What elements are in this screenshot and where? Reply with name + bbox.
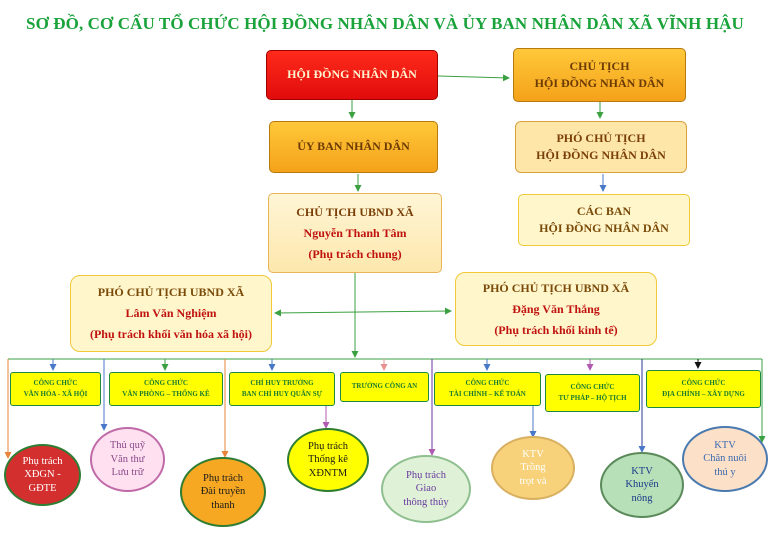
dept-line2: TƯ PHÁP – HỘ TỊCH xyxy=(558,394,627,402)
circle-line: KTV xyxy=(522,448,544,460)
chu-tich-hdnd-line2: HỘI ĐỒNG NHÂN DÂN xyxy=(534,76,665,90)
dept-line1: CÔNG CHỨC xyxy=(144,378,188,387)
pho-ct-right-name: Đặng Văn Thắng xyxy=(512,301,600,316)
circle-line: XĐNTM xyxy=(308,467,348,479)
pho-ct-right-line1: PHÓ CHỦ TỊCH UBND XÃ xyxy=(482,280,630,295)
dept-line1: TRƯỞNG CÔNG AN xyxy=(351,382,418,391)
ubnd-label: ỦY BAN NHÂN DÂN xyxy=(297,139,410,154)
pho-ct-left-line1: PHÓ CHỦ TỊCH UBND XÃ xyxy=(97,285,245,299)
dept-ban-chi-huy-quan-su: CHỈ HUY TRƯỞNG BAN CHỈ HUY QUÂN SỰ xyxy=(229,372,335,406)
circle-thu-quy: Thủ quỹ Văn thư Lưu trữ xyxy=(90,427,165,492)
circle-dai-truyen-thanh: Phụ trách Đài truyền thanh xyxy=(180,457,266,527)
circle-line: Đài truyền xyxy=(200,486,246,498)
pho-ct-left-box: PHÓ CHỦ TỊCH UBND XÃ Lâm Văn Nghiệm (Phụ… xyxy=(70,275,272,352)
dept-line2: VĂN PHÒNG – THỐNG KÊ xyxy=(122,390,210,398)
circle-line: trọt và xyxy=(519,475,547,487)
pho-ct-left-name: Lâm Văn Nghiệm xyxy=(125,306,217,320)
circle-line: XĐGN - xyxy=(24,469,61,481)
chu-tich-ubnd-box: CHỦ TỊCH UBND XÃ Nguyễn Thanh Tâm (Phụ t… xyxy=(268,193,442,273)
circle-line: thông thủy xyxy=(403,496,449,508)
chu-tich-ubnd-role: (Phụ trách chung) xyxy=(308,246,402,261)
circle-line: Khuyến xyxy=(625,479,659,491)
ubnd-box: ỦY BAN NHÂN DÂN xyxy=(269,121,438,173)
dept-van-hoa-xa-hoi: CÔNG CHỨC VĂN HÓA - XÃ HỘI xyxy=(10,372,101,406)
dept-tai-chinh-ke-toan: CÔNG CHỨC TÀI CHÍNH – KẾ TOÁN xyxy=(434,372,541,406)
dept-line1: CÔNG CHỨC xyxy=(33,378,78,387)
circle-line: Thủ quỹ xyxy=(109,440,146,452)
dept-line1: CÔNG CHỨC xyxy=(570,382,615,391)
circle-line: Phụ trách xyxy=(308,440,348,452)
pho-chu-tich-hdnd-line2: HỘI ĐỒNG NHÂN DÂN xyxy=(536,148,666,162)
circle-trong-trot: KTV Trồng trọt và xyxy=(491,436,575,500)
dept-line1: CÔNG CHỨC xyxy=(465,378,510,387)
circle-line: thanh xyxy=(211,499,235,511)
dept-line2: ĐỊA CHÍNH – XÂY DỰNG xyxy=(662,390,745,398)
circle-line: Thống kê xyxy=(308,454,348,466)
chu-tich-ubnd-name: Nguyễn Thanh Tâm xyxy=(303,225,407,240)
circle-line: Văn thư xyxy=(110,453,145,465)
circle-line: nông xyxy=(631,492,653,504)
pho-ct-left-role: (Phụ trách khối văn hóa xã hội) xyxy=(89,327,253,341)
circle-khuyen-nong: KTV Khuyến nông xyxy=(600,452,684,518)
circle-line: GĐTE xyxy=(28,482,57,494)
cac-ban-line2: HỘI ĐỒNG NHÂN DÂN xyxy=(539,221,669,235)
chu-tich-hdnd-box: CHỦ TỊCH HỘI ĐỒNG NHÂN DÂN xyxy=(513,48,686,102)
dept-tu-phap-ho-tich: CÔNG CHỨC TƯ PHÁP – HỘ TỊCH xyxy=(545,374,640,412)
dept-line1: CÔNG CHỨC xyxy=(681,378,726,387)
circle-line: Giao xyxy=(415,483,437,495)
dept-van-phong-thong-ke: CÔNG CHỨC VĂN PHÒNG – THỐNG KÊ xyxy=(109,372,223,406)
cac-ban-line1: CÁC BAN xyxy=(576,203,632,218)
circle-xdgn-gdte: Phụ trách XĐGN - GĐTE xyxy=(4,444,81,506)
hdnd-label: HỘI ĐỒNG NHÂN DÂN xyxy=(287,67,417,82)
circle-line: Phụ trách xyxy=(406,469,446,481)
dept-truong-cong-an: TRƯỞNG CÔNG AN xyxy=(340,372,429,402)
dept-line2: BAN CHỈ HUY QUÂN SỰ xyxy=(241,390,323,398)
pho-chu-tich-hdnd-box: PHÓ CHỦ TỊCH HỘI ĐỒNG NHÂN DÂN xyxy=(515,121,687,173)
circle-line: thú y xyxy=(714,466,736,478)
circle-line: Phụ trách xyxy=(203,472,243,484)
chu-tich-ubnd-line1: CHỦ TỊCH UBND XÃ xyxy=(296,204,414,219)
circle-line: Lưu trữ xyxy=(111,467,144,479)
diagram-title: SƠ ĐỒ, CƠ CẤU TỔ CHỨC HỘI ĐỒNG NHÂN DÂN … xyxy=(26,14,744,33)
pho-chu-tich-hdnd-line1: PHÓ CHỦ TỊCH xyxy=(556,130,646,145)
circle-line: Trồng xyxy=(520,462,546,474)
pho-ct-right-role: (Phụ trách khối kinh tế) xyxy=(494,322,618,337)
circle-thong-ke-xdntm: Phụ trách Thống kê XĐNTM xyxy=(287,428,369,492)
circle-chan-nuoi-thu-y: KTV Chăn nuôi thú y xyxy=(682,426,768,492)
pho-ct-right-box: PHÓ CHỦ TỊCH UBND XÃ Đặng Văn Thắng (Phụ… xyxy=(455,272,657,346)
dept-line2: VĂN HÓA - XÃ HỘI xyxy=(23,390,88,398)
circle-line: KTV xyxy=(631,465,653,477)
circle-line: Phụ trách xyxy=(22,455,63,467)
circle-line: KTV xyxy=(714,439,736,451)
dept-dia-chinh-xay-dung: CÔNG CHỨC ĐỊA CHÍNH – XÂY DỰNG xyxy=(646,370,761,408)
circle-line: Chăn nuôi xyxy=(703,453,747,465)
dept-line1: CHỈ HUY TRƯỞNG xyxy=(250,378,314,387)
circle-giao-thong-thuy: Phụ trách Giao thông thủy xyxy=(381,455,471,523)
hdnd-box: HỘI ĐỒNG NHÂN DÂN xyxy=(266,50,438,100)
cac-ban-box: CÁC BAN HỘI ĐỒNG NHÂN DÂN xyxy=(518,194,690,246)
chu-tich-hdnd-line1: CHỦ TỊCH xyxy=(569,58,630,73)
dept-line2: TÀI CHÍNH – KẾ TOÁN xyxy=(449,390,526,398)
